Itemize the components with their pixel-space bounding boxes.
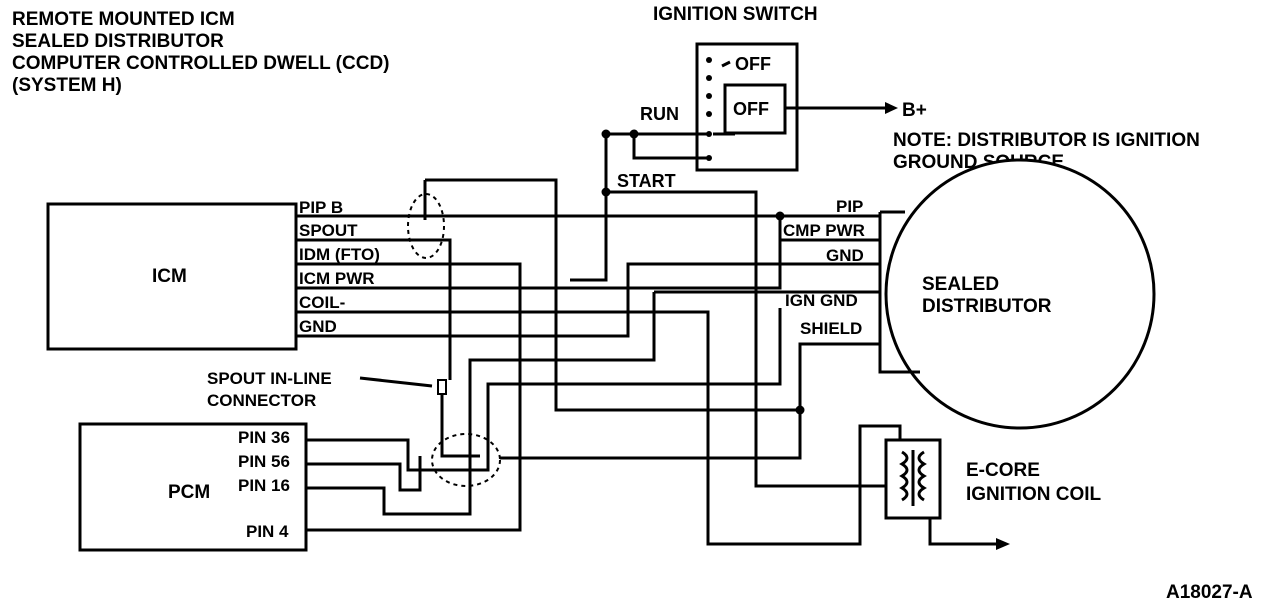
- dist-pin-gnd: GND: [826, 246, 864, 265]
- dist-pin-pip: PIP: [836, 197, 863, 216]
- icm-pin-icm-pwr: ICM PWR: [299, 269, 375, 288]
- spout-connector-body: [437, 379, 447, 395]
- icm-pin-idm: IDM (FTO): [299, 245, 380, 264]
- coil-label-1: E-CORE: [966, 460, 1040, 481]
- wiring: [296, 132, 902, 546]
- ignition-switch-box: [695, 42, 799, 172]
- pcm-pin-36: PIN 36: [238, 428, 290, 447]
- icm-pin-coil: COIL-: [299, 293, 345, 312]
- coil-winding-2: [917, 450, 927, 502]
- spout-connector-label-2: CONNECTOR: [207, 391, 316, 410]
- dist-pin-shield: SHIELD: [800, 319, 862, 338]
- coil-label-2: IGNITION COIL: [966, 484, 1102, 505]
- title-line-4: (SYSTEM H): [12, 75, 122, 96]
- distributor-label-1: SEALED: [922, 274, 999, 295]
- coil-winding-1: [899, 450, 909, 502]
- pcm-pin-16: PIN 16: [238, 476, 290, 495]
- switch-arrow-off: [721, 60, 731, 68]
- shield-ellipse-top: [407, 193, 445, 259]
- title-line-2: SEALED DISTRIBUTOR: [12, 31, 224, 52]
- bplus-label: B+: [902, 100, 927, 121]
- icm-label: ICM: [152, 266, 187, 287]
- switch-off-inner: OFF: [733, 99, 769, 119]
- dist-pin-cmp-pwr: CMP PWR: [783, 221, 865, 240]
- title-line-3: COMPUTER CONTROLLED DWELL (CCD): [12, 53, 390, 74]
- coil-output-arrowhead: [996, 538, 1010, 550]
- ignition-switch-label: IGNITION SWITCH: [653, 4, 818, 25]
- pcm-pin-4: PIN 4: [246, 522, 289, 541]
- note-line-1: NOTE: DISTRIBUTOR IS IGNITION: [893, 130, 1200, 151]
- distributor-circle: [884, 158, 1156, 430]
- dist-pin-ign-gnd: IGN GND: [785, 291, 858, 310]
- pcm-pin-56: PIN 56: [238, 452, 290, 471]
- start-label: START: [617, 171, 676, 191]
- icm-box: [46, 202, 298, 351]
- spout-connector-label-1: SPOUT IN-LINE: [207, 369, 332, 388]
- junction-dots: [601, 129, 805, 415]
- pcm-label: PCM: [168, 482, 210, 503]
- switch-off-top: OFF: [735, 54, 771, 74]
- icm-pin-pip-b: PIP B: [299, 198, 343, 217]
- icm-pin-spout: SPOUT: [299, 221, 358, 240]
- spout-connector-leader: [359, 376, 433, 388]
- bplus-arrowhead: [885, 102, 898, 114]
- coil-output-wire: [928, 518, 998, 546]
- pcm-box: [78, 422, 308, 552]
- run-label: RUN: [640, 104, 679, 124]
- shield-ellipse-bottom: [431, 433, 501, 487]
- distributor-label-2: DISTRIBUTOR: [922, 296, 1052, 317]
- figure-id: A18027-A: [1166, 582, 1253, 603]
- title-line-1: REMOTE MOUNTED ICM: [12, 9, 235, 30]
- icm-pin-gnd: GND: [299, 317, 337, 336]
